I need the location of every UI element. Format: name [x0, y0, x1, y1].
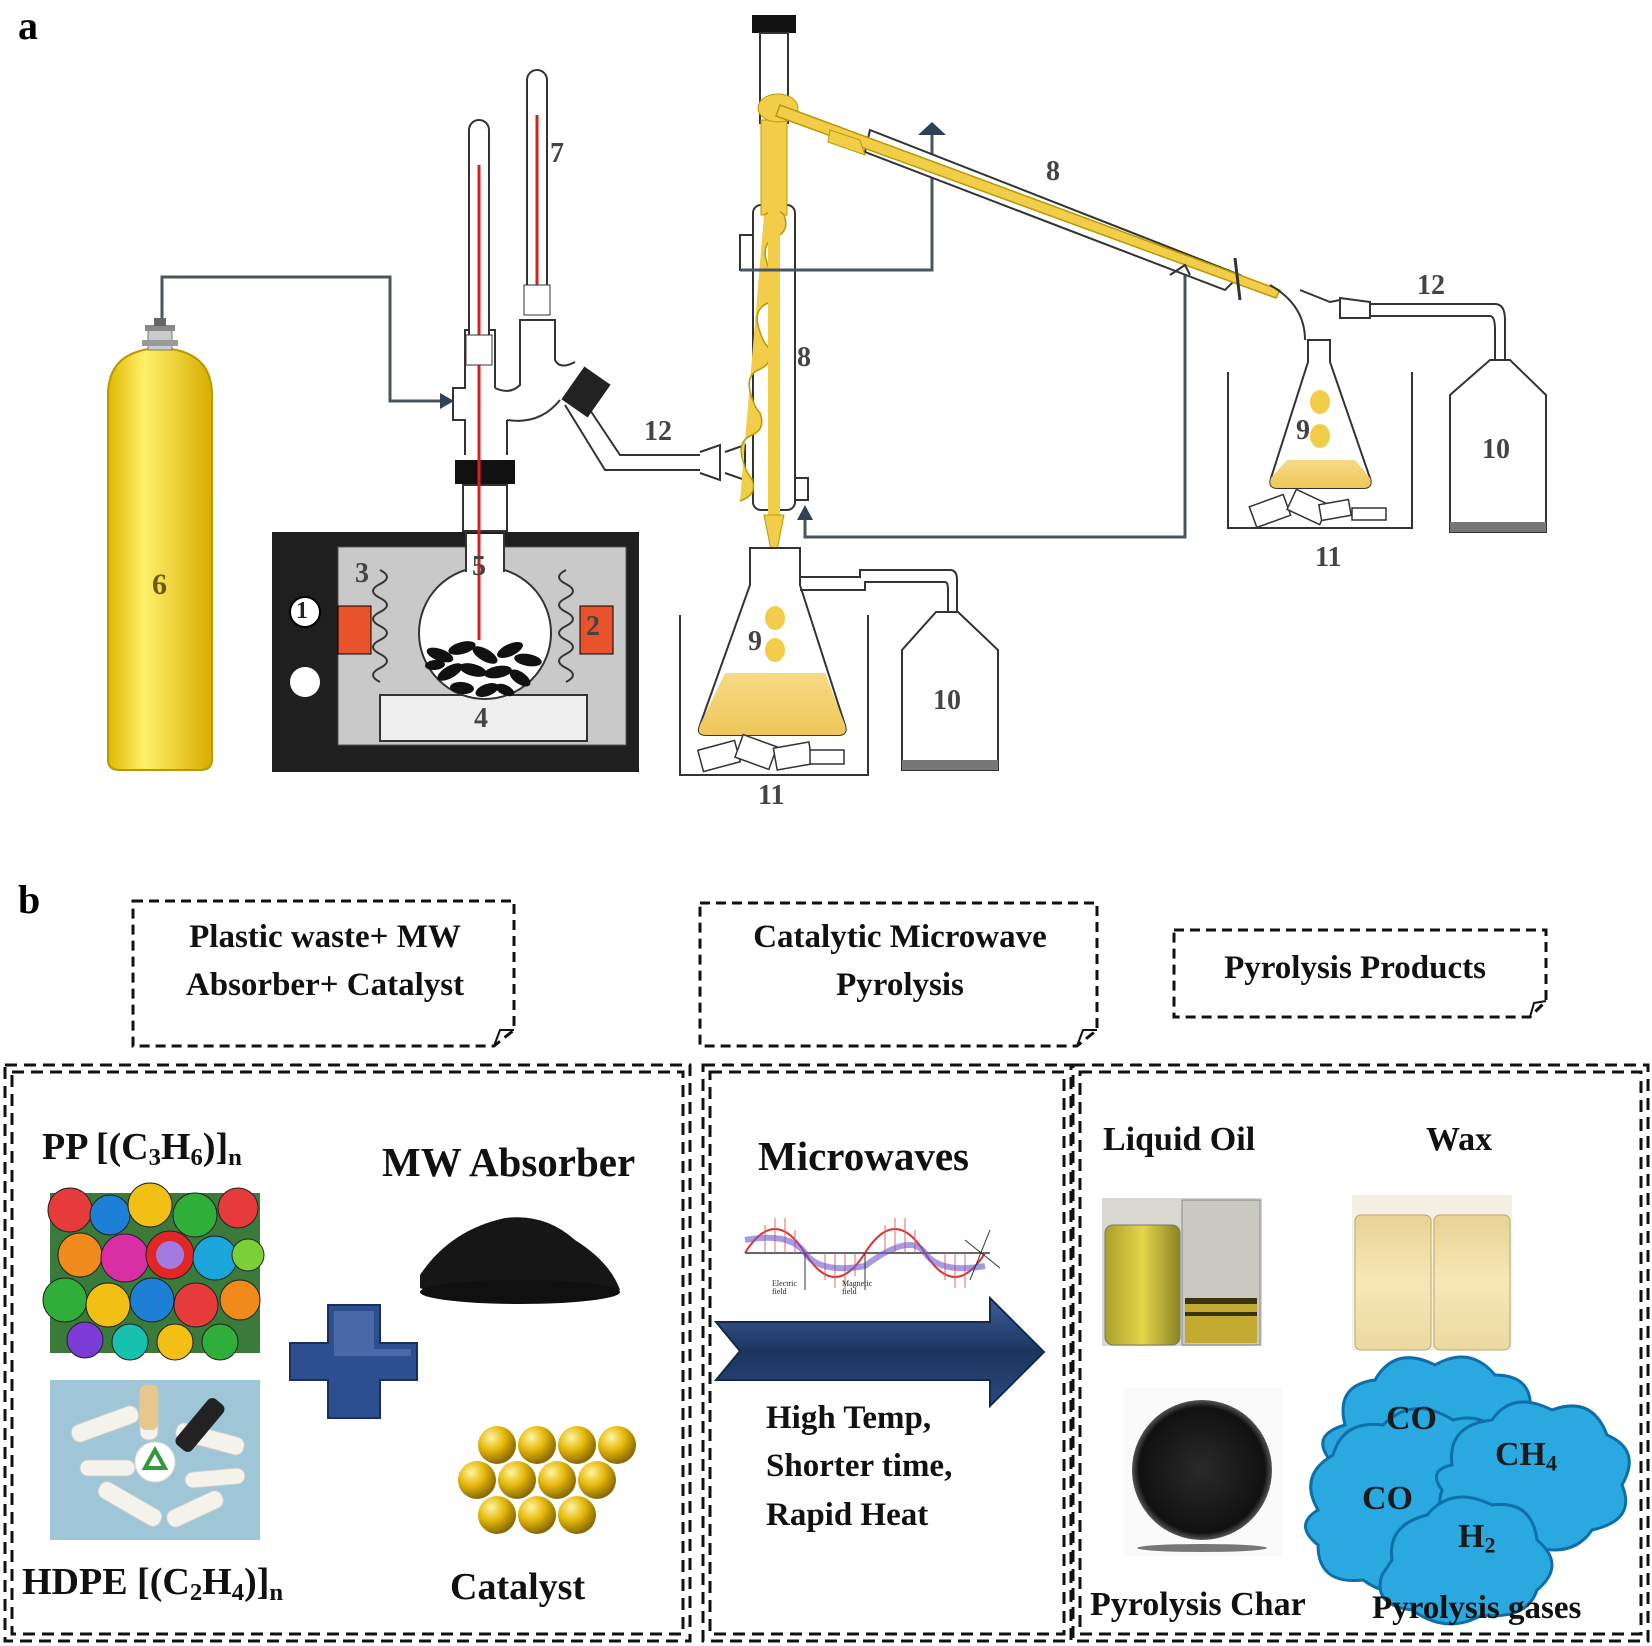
- label-3: 3: [355, 558, 369, 589]
- fractionating-column: [739, 15, 809, 596]
- electric-field-label: Electric field: [772, 1279, 797, 1296]
- pp-caps-image: [42, 1182, 265, 1361]
- panel-b-letter: b: [18, 877, 41, 922]
- label-9-right: 9: [1296, 415, 1310, 446]
- header-boxes: [131, 899, 1548, 1048]
- label-4: 4: [474, 703, 488, 734]
- catalyst-spheres-image: [458, 1426, 636, 1534]
- em-wave-icon: [744, 1218, 1001, 1290]
- pyrolysis-char-image: [1122, 1388, 1282, 1556]
- inputs-header-line1: Plastic waste+ MW: [189, 919, 461, 955]
- label-11-right: 11: [1315, 542, 1342, 573]
- liquid-oil-image: [1102, 1198, 1262, 1346]
- label-1: 1: [296, 598, 308, 624]
- collection-bottle-left: [901, 611, 999, 771]
- pp-label: PP [(C3H6)]n: [42, 1126, 242, 1172]
- microwaves-label: Microwaves: [758, 1133, 970, 1179]
- condition-1: High Temp,: [766, 1400, 932, 1436]
- catalyst-label: Catalyst: [450, 1566, 586, 1608]
- thermometer-1: [465, 119, 493, 640]
- pyrolysis-gases-cloud: [1304, 1355, 1631, 1626]
- gas-ch4: CH4: [1495, 1436, 1558, 1476]
- collection-bottle-right: [1449, 359, 1547, 533]
- absorber-powder-image: [420, 1217, 620, 1304]
- plus-icon: [289, 1304, 418, 1419]
- wax-image: [1352, 1195, 1512, 1351]
- products-header: Pyrolysis Products: [1224, 950, 1486, 986]
- inputs-header-line2: Absorber+ Catalyst: [185, 966, 465, 1003]
- receiver-flask-right: [1227, 339, 1413, 529]
- label-7: 7: [550, 138, 564, 169]
- process-header: Catalytic Microwave Pyrolysis: [706, 914, 1094, 1010]
- hdpe-bottles-image: [50, 1380, 260, 1540]
- inputs-header: Plastic waste+ MW Absorber+ Catalyst: [140, 914, 510, 1010]
- liquid-oil-label: Liquid Oil: [1103, 1121, 1256, 1158]
- label-10-right: 10: [1482, 434, 1510, 465]
- label-9-left: 9: [748, 626, 762, 657]
- char-label: Pyrolysis Char: [1090, 1586, 1306, 1623]
- process-header-line1: Catalytic Microwave: [753, 919, 1047, 955]
- process-header-line2: Pyrolysis: [836, 966, 964, 1003]
- label-8-condenser: 8: [1046, 156, 1060, 187]
- gas-co-2: CO: [1362, 1480, 1413, 1517]
- reaction-flask: [418, 460, 552, 700]
- label-12-left: 12: [644, 416, 672, 447]
- label-2: 2: [586, 611, 600, 642]
- panel-a-letter: a: [18, 3, 38, 48]
- condition-2: Shorter time,: [766, 1448, 953, 1484]
- wax-label: Wax: [1426, 1121, 1493, 1158]
- label-11-left: 11: [758, 780, 785, 811]
- process-arrow: [713, 1295, 1046, 1409]
- magnetic-field-label: Magnetic field: [842, 1279, 873, 1296]
- gas-cylinder: [107, 318, 213, 771]
- main-boxes: [3, 1063, 1650, 1643]
- thermometer-2: [523, 69, 551, 316]
- inclined-condenser: [775, 104, 1506, 360]
- label-12-right: 12: [1417, 270, 1445, 301]
- receiver-flask-left: [679, 547, 958, 776]
- label-8-column: 8: [797, 342, 811, 373]
- gases-label: Pyrolysis gases: [1372, 1590, 1582, 1626]
- hdpe-label: HDPE [(C2H4)]n: [22, 1561, 284, 1607]
- condition-3: Rapid Heat: [766, 1497, 929, 1533]
- label-5: 5: [472, 551, 486, 582]
- gas-co-1: CO: [1386, 1400, 1437, 1437]
- label-6: 6: [152, 568, 167, 601]
- gas-h2: H2: [1458, 1518, 1496, 1558]
- absorber-label: MW Absorber: [382, 1139, 636, 1185]
- label-10-left: 10: [933, 685, 961, 716]
